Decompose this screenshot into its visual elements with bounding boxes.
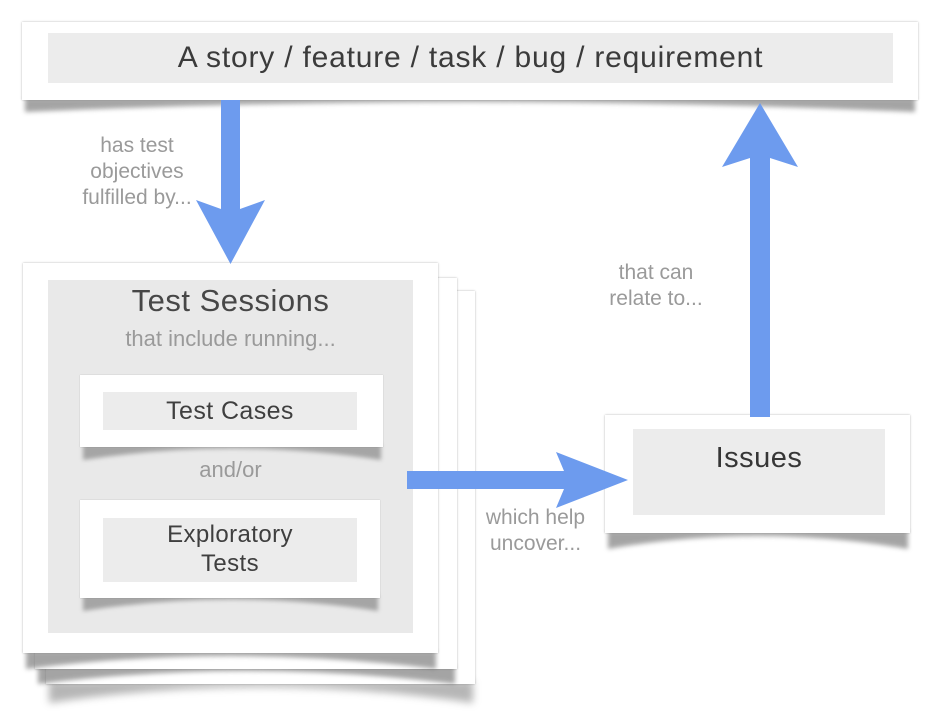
issues-label: Issues (715, 441, 803, 474)
banner-label: A story / feature / task / bug / require… (177, 41, 764, 74)
and-or-label: and/or (199, 457, 262, 482)
issues-curl-shadow (608, 531, 908, 549)
label-has-test-objectives: has test objectives fulfilled by... (82, 134, 192, 210)
label-which-help-uncover: which help uncover... (485, 506, 586, 556)
test-sessions-title: Test Sessions (131, 283, 330, 318)
test-cases-label: Test Cases (166, 397, 294, 425)
banner-curl-shadow (25, 98, 915, 112)
test-cases-inner-box: Test Cases (103, 392, 357, 430)
test-sessions-subtitle: that include running... (125, 326, 336, 351)
banner-inner-box: A story / feature / task / bug / require… (48, 33, 893, 83)
test-cases-card: Test Cases (80, 375, 383, 447)
test-sessions-card: Test Sessions that include running... Te… (23, 263, 438, 653)
exploratory-tests-card: Exploratory Tests (80, 500, 380, 598)
sheet3-curl-shadow (49, 681, 473, 703)
label-that-can-relate: that can relate to... (609, 261, 703, 311)
exploratory-tests-label: Exploratory Tests (167, 521, 293, 577)
issues-inner-box: Issues (633, 429, 885, 515)
banner-card: A story / feature / task / bug / require… (22, 22, 918, 100)
issues-card: Issues (605, 415, 910, 533)
exploratory-tests-inner-box: Exploratory Tests (103, 518, 357, 582)
